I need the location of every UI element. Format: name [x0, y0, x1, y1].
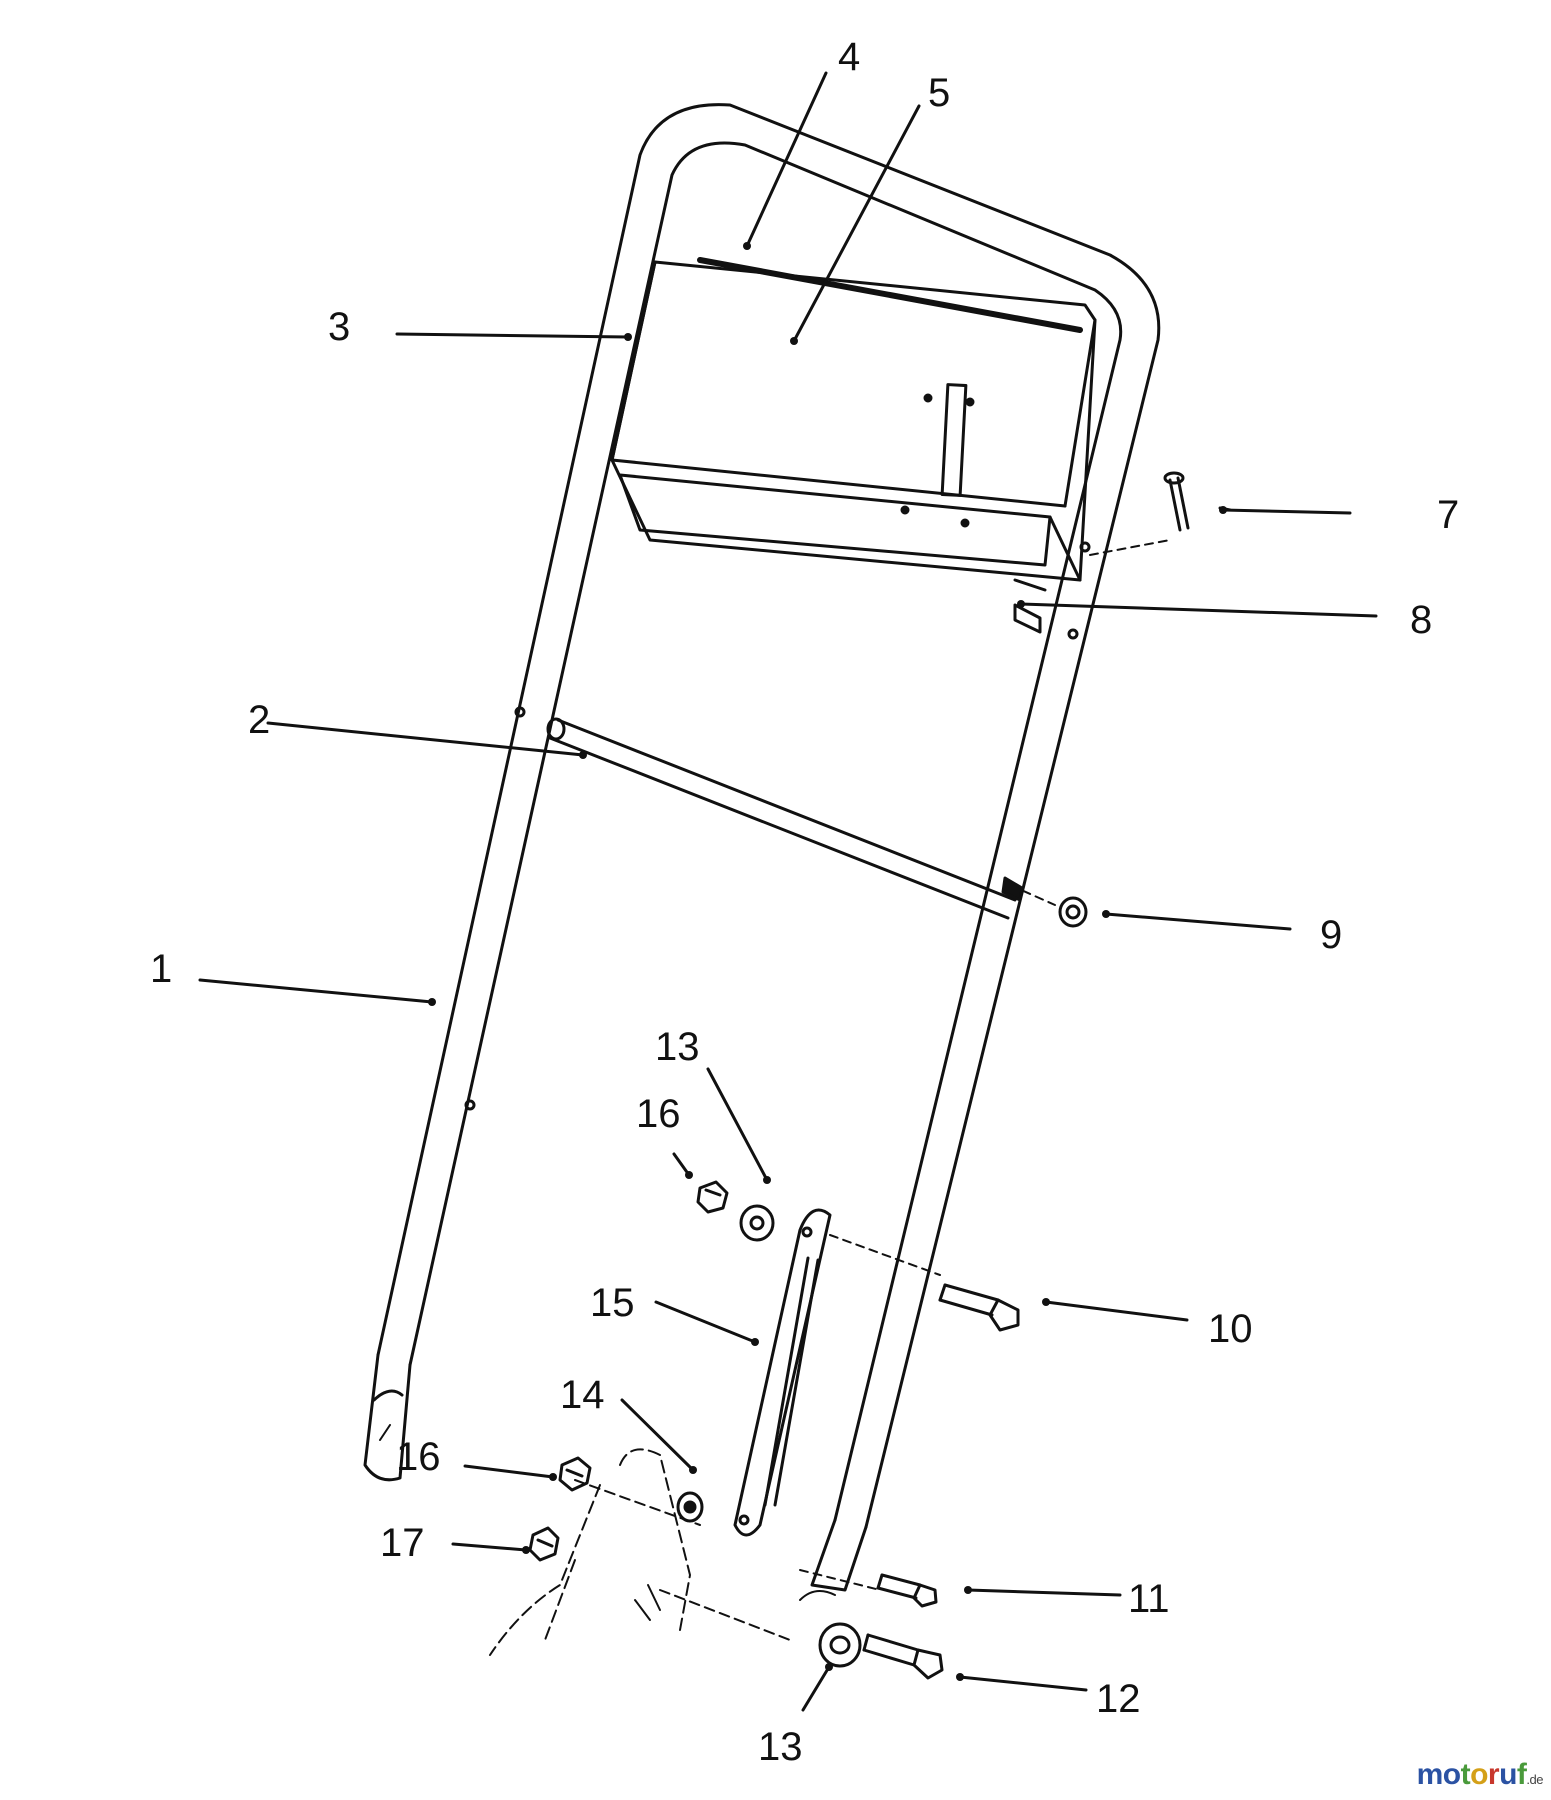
- bolt-11: [799, 1569, 938, 1608]
- callout-14: 14: [560, 1373, 605, 1417]
- top-strip: [697, 257, 1083, 333]
- handle-frame: [363, 103, 1161, 1601]
- callout-labels: 1 2 3 4 5 7 8 9 10 11 12 13 13 14 15 16 …: [150, 35, 1459, 1769]
- watermark-letter: o: [1470, 1758, 1488, 1791]
- leader-lines: [198, 71, 1378, 1712]
- box-bracket: [1013, 578, 1047, 634]
- callout-4: 4: [838, 35, 860, 79]
- callout-16-lower: 16: [396, 1435, 441, 1479]
- small-screw: [1089, 471, 1190, 556]
- nut-9: [1001, 876, 1088, 928]
- callout-2: 2: [248, 698, 270, 742]
- watermark-logo: motoruf.de: [1416, 1758, 1544, 1792]
- callout-12: 12: [1096, 1677, 1141, 1721]
- watermark-letter: f: [1516, 1758, 1527, 1791]
- callout-17: 17: [380, 1521, 425, 1565]
- callout-3: 3: [328, 305, 350, 349]
- callout-15: 15: [590, 1281, 635, 1325]
- washer-13-lower: [818, 1622, 862, 1668]
- control-box: [610, 260, 1097, 582]
- callout-10: 10: [1208, 1307, 1253, 1351]
- bolt-12: [862, 1633, 944, 1680]
- callout-8: 8: [1410, 598, 1432, 642]
- watermark-suffix: .de: [1526, 1772, 1543, 1787]
- washer-13-upper: [739, 1204, 775, 1242]
- callout-16-upper: 16: [636, 1092, 681, 1136]
- callout-13-upper: 13: [655, 1025, 700, 1069]
- slotted-link: [733, 1208, 832, 1537]
- nut-16-lower: [558, 1456, 592, 1492]
- callout-11: 11: [1128, 1577, 1170, 1621]
- nut-17: [528, 1526, 560, 1562]
- bolt-10: [829, 1234, 1020, 1332]
- callout-5: 5: [928, 71, 950, 115]
- callout-7: 7: [1437, 493, 1459, 537]
- lower-bracket-arm: [489, 1448, 791, 1656]
- watermark-letter: o: [1442, 1758, 1461, 1791]
- watermark-letter: t: [1460, 1758, 1471, 1791]
- callout-1: 1: [150, 947, 172, 991]
- callout-9: 9: [1320, 913, 1342, 957]
- leader-dots: [428, 242, 1227, 1681]
- watermark-letter: r: [1487, 1758, 1500, 1791]
- watermark-letter: u: [1499, 1758, 1517, 1791]
- watermark-letter: m: [1416, 1758, 1444, 1791]
- callout-13-lower: 13: [758, 1725, 803, 1769]
- spacer-14: [676, 1491, 704, 1523]
- nut-16-upper: [696, 1180, 729, 1214]
- cross-rod: [546, 717, 1017, 920]
